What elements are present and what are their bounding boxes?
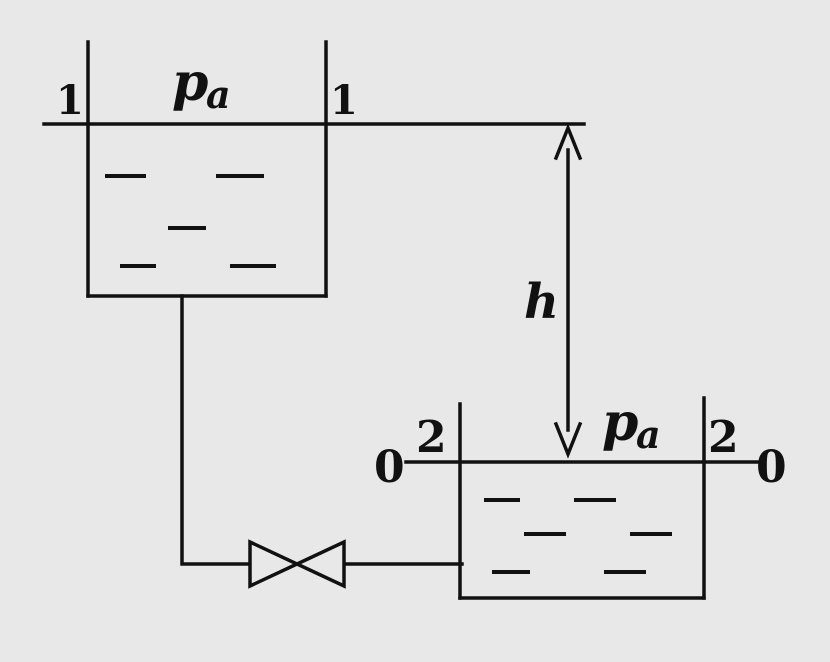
height-arrow-top-head — [553, 123, 583, 161]
connecting-pipe — [180, 294, 464, 566]
pressure-bottom-subscript: a — [636, 412, 661, 457]
section-2-left-label: 2 — [416, 412, 447, 463]
upper-tank — [42, 40, 586, 298]
valve-icon — [248, 539, 346, 589]
height-label: h — [524, 274, 559, 330]
height-dimension — [553, 123, 583, 459]
section-1-right-label: 1 — [330, 77, 358, 124]
section-2-right-label: 2 — [708, 412, 739, 463]
pressure-top-label: p — [172, 52, 208, 113]
pressure-bottom-label: p — [602, 392, 638, 453]
section-1-left-label: 1 — [56, 77, 84, 124]
datum-left-label: 0 — [374, 442, 405, 493]
lower-tank — [404, 396, 760, 600]
pipe-upper-segment — [180, 294, 252, 566]
pressure-top-subscript: a — [206, 72, 231, 117]
height-arrow-bottom-head — [553, 421, 583, 459]
datum-right-label: 0 — [756, 442, 787, 493]
